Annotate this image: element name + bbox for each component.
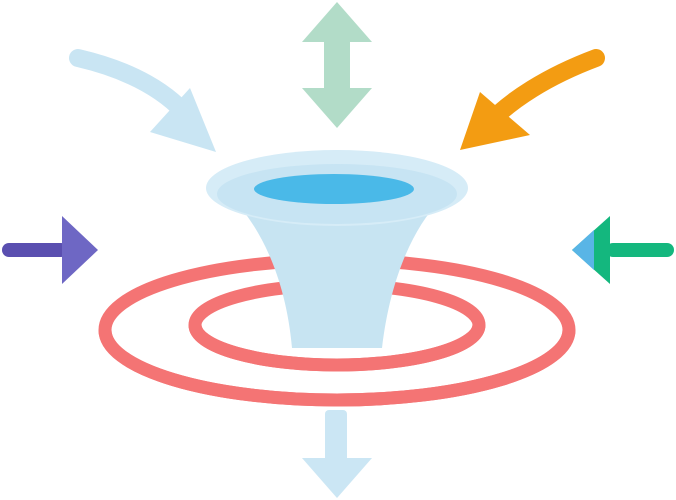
funnel-icon: [206, 150, 468, 348]
arrow-down-icon: [302, 410, 372, 498]
arrow-left-from-right-icon: [572, 216, 674, 284]
curved-arrow-top-right-icon: [460, 49, 605, 150]
curved-arrow-top-left-icon: [69, 49, 216, 152]
inner-ring-front: [188, 324, 486, 372]
ring-front-overlap: [98, 324, 576, 407]
funnel-opening: [254, 174, 414, 204]
funnel-body: [234, 200, 440, 348]
arrow-right-from-left-icon: [2, 216, 98, 284]
outer-ring-front: [98, 329, 576, 407]
double-arrow-vertical-icon: [302, 2, 372, 128]
